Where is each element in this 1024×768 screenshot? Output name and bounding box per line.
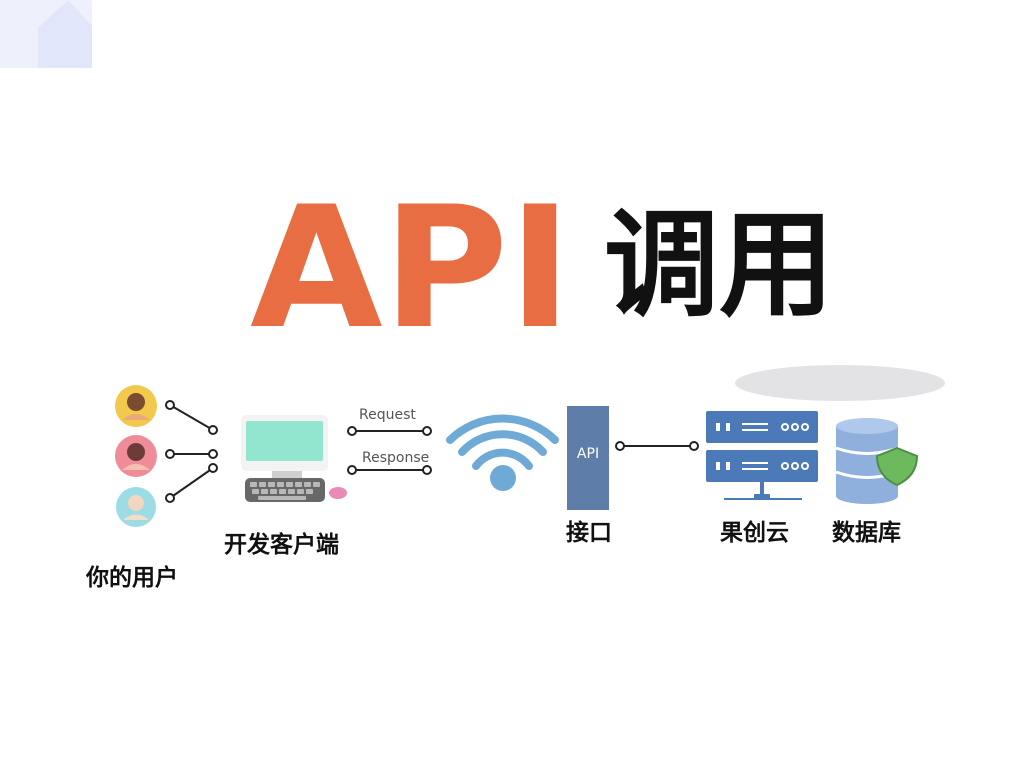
title-api: API (250, 170, 572, 366)
api-column (567, 406, 609, 510)
interface-label: 接口 (566, 520, 612, 546)
api-server-connector (615, 441, 699, 451)
user-connector-nodes (165, 400, 218, 503)
user-avatar-icon (115, 385, 157, 427)
desktop-computer-icon (241, 415, 347, 502)
user-avatar-icon (115, 435, 157, 477)
title-call: 调用 (604, 198, 834, 333)
cloud-label: 果创云 (720, 520, 789, 546)
wifi-icon (446, 414, 559, 491)
users-label: 你的用户 (85, 564, 178, 591)
response-label: Response (362, 450, 429, 466)
request-label: Request (359, 407, 416, 423)
database-label: 数据库 (832, 520, 901, 546)
user-avatar-icon (116, 487, 156, 527)
response-line (347, 465, 432, 475)
request-line (347, 426, 432, 436)
api-column-label: API (577, 446, 599, 462)
server-shadow (735, 365, 945, 401)
server-icon (706, 411, 818, 500)
corner-decoration-shape (38, 0, 92, 68)
shield-icon (875, 446, 919, 487)
client-label: 开发客户端 (224, 531, 339, 558)
user-connectors (169, 404, 214, 499)
